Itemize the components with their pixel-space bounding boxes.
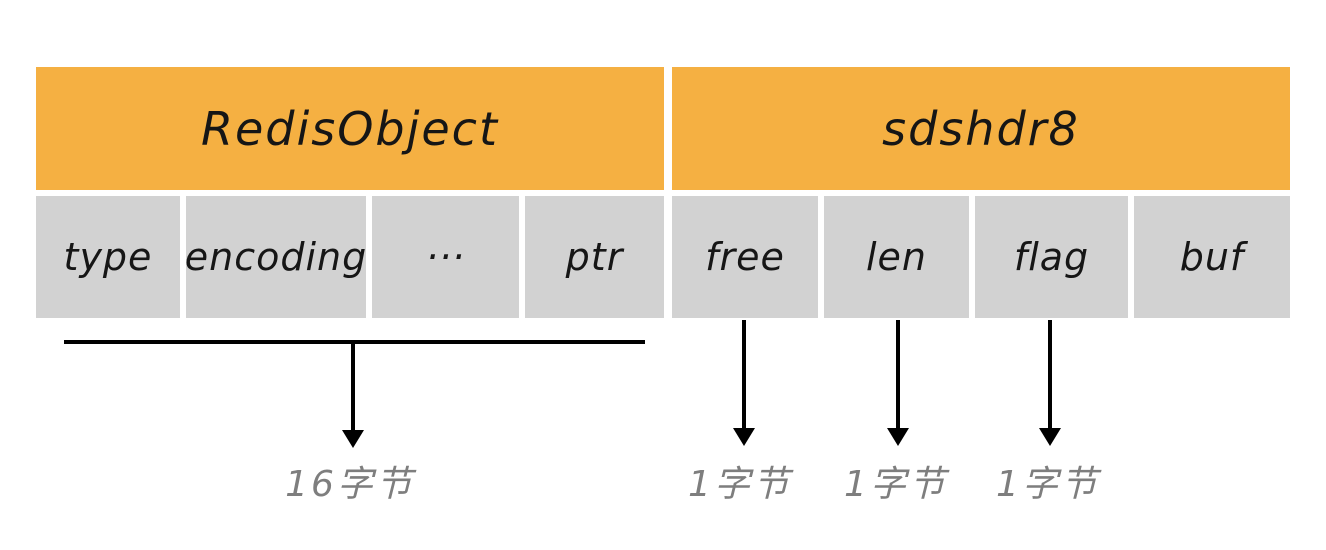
redisobject-header: RedisObject xyxy=(36,67,664,190)
field-cell-ellipsis: ··· xyxy=(372,196,519,318)
size-label-free: 1字节 xyxy=(688,464,792,505)
size-label-len: 1字节 xyxy=(844,464,948,505)
field-cell-flag: flag xyxy=(975,196,1128,318)
field-cell-type: type xyxy=(36,196,180,318)
arrow-16bytes-head xyxy=(342,430,364,448)
arrow-free-head xyxy=(733,428,755,446)
arrow-len-head xyxy=(887,428,909,446)
arrow-len-stem xyxy=(896,320,900,430)
size-label-flag: 1字节 xyxy=(996,464,1100,505)
field-cell-encoding: encoding xyxy=(185,196,366,318)
field-cell-buf: buf xyxy=(1134,196,1290,318)
arrow-flag-head xyxy=(1039,428,1061,446)
arrow-16bytes-stem xyxy=(351,344,355,432)
arrow-free-stem xyxy=(742,320,746,430)
field-cell-free: free xyxy=(672,196,818,318)
redisobject-span-line xyxy=(64,340,645,344)
sdshdr8-header: sdshdr8 xyxy=(672,67,1290,190)
field-cell-ptr: ptr xyxy=(525,196,664,318)
field-cell-len: len xyxy=(824,196,969,318)
arrow-flag-stem xyxy=(1048,320,1052,430)
size-label-redisobject: 16字节 xyxy=(285,464,415,505)
